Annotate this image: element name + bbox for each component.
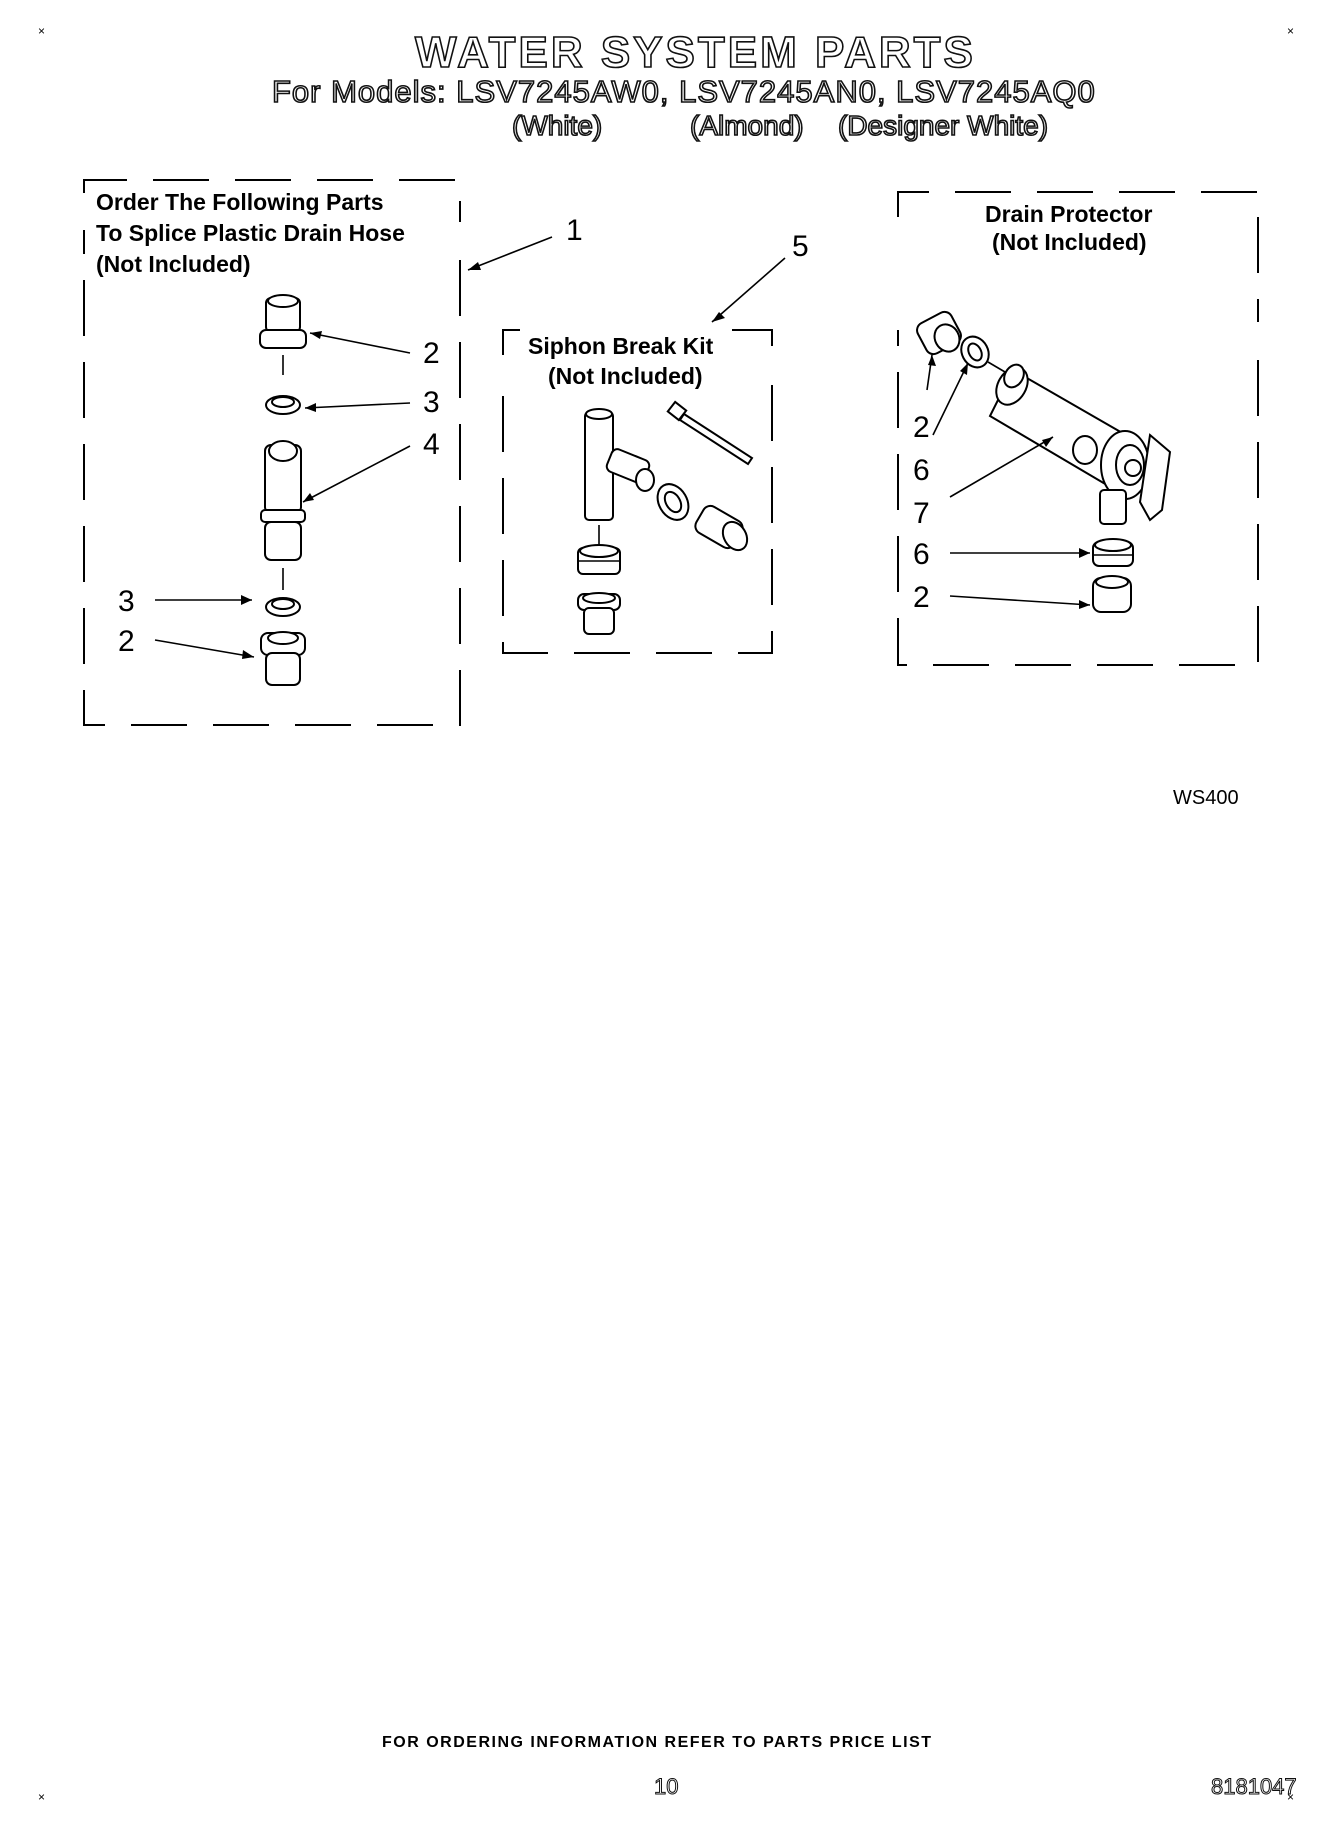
siphon-bottom-clamp <box>577 544 621 575</box>
registration-mark-top-left: × <box>38 24 46 38</box>
registration-mark-bottom-left: × <box>38 1790 46 1804</box>
splice-box-title-line2: To Splice Plastic Drain Hose <box>96 220 405 246</box>
drain-clamp-bottom <box>1092 538 1134 567</box>
diagram-code: WS400 <box>1173 787 1239 809</box>
splice-adapter-bottom <box>260 631 306 686</box>
siphon-box-title-line2: (Not Included) <box>548 363 703 389</box>
callout-splice-3-top: 3 <box>423 386 440 419</box>
color-label-white: (White) <box>511 109 603 142</box>
parts-diagram: Order The Following Parts To Splice Plas… <box>83 179 1259 726</box>
leader-drain-2-bottom <box>949 595 1091 606</box>
document-number: 8181047 <box>1211 1774 1298 1800</box>
leader-splice-3-top <box>304 402 411 409</box>
splice-box-title-line1: Order The Following Parts <box>96 189 384 215</box>
splice-box-title-line3: (Not Included) <box>96 251 251 277</box>
drain-clamp-top <box>960 335 990 369</box>
drain-adapter-top <box>916 310 962 356</box>
callout-splice-3-bottom: 3 <box>118 585 135 618</box>
arrowhead-drain-7 <box>1042 437 1053 447</box>
leader-drain-6-top <box>932 362 969 436</box>
splice-clamp-top <box>265 395 301 415</box>
splice-clamp-bottom <box>265 597 301 617</box>
callout-drain-6-top: 6 <box>913 454 930 487</box>
arrowhead-splice-2-bottom <box>242 650 254 659</box>
callout-splice-4: 4 <box>423 428 440 461</box>
siphon-tee <box>584 408 655 521</box>
callout-drain-2-top: 2 <box>913 411 930 444</box>
arrowhead-splice-3-bottom <box>241 595 252 605</box>
drain-protector-body <box>988 363 1172 525</box>
callout-splice-2-bottom: 2 <box>118 625 135 658</box>
leader-splice-4 <box>302 445 411 503</box>
arrowhead-drain-2-bottom <box>1079 600 1090 609</box>
page-number: 10 <box>653 1774 679 1800</box>
callout-drain-2-bottom: 2 <box>913 581 930 614</box>
models-line: For Models: LSV7245AW0, LSV7245AN0, LSV7… <box>271 73 1096 110</box>
arrowhead-drain-6-top <box>960 363 968 375</box>
drain-box-title-line2: (Not Included) <box>992 229 1147 255</box>
leader-callout-5 <box>711 257 786 323</box>
siphon-box-title-line1: Siphon Break Kit <box>528 333 714 359</box>
leader-splice-2-bottom <box>154 639 255 658</box>
callout-splice-2-top: 2 <box>423 337 440 370</box>
splice-connector <box>260 440 306 561</box>
arrowhead-drain-2-top <box>928 355 936 366</box>
callout-5: 5 <box>792 230 809 263</box>
siphon-bottom-adapter <box>577 592 621 635</box>
page-header: WATER SYSTEM PARTS For Models: LSV7245AW… <box>0 0 1325 150</box>
splice-parts-box: Order The Following Parts To Splice Plas… <box>83 179 461 726</box>
color-label-designer-white: (Designer White) <box>837 109 1049 142</box>
siphon-side-adapter <box>694 504 749 552</box>
leader-callout-1 <box>467 236 553 271</box>
arrowhead-splice-3-top <box>305 403 316 412</box>
siphon-side-ring <box>656 483 690 521</box>
drain-axis-line <box>987 361 1006 373</box>
siphon-break-kit-box: Siphon Break Kit (Not Included) <box>502 329 773 654</box>
drain-protector-box: Drain Protector (Not Included) <box>897 191 1259 666</box>
drain-box-title-line1: Drain Protector <box>985 201 1152 227</box>
registration-mark-top-right: × <box>1287 24 1295 38</box>
page-title: WATER SYSTEM PARTS <box>414 27 976 78</box>
callout-1: 1 <box>566 214 583 247</box>
leader-drain-7 <box>949 436 1054 498</box>
siphon-cable-tie <box>666 400 754 466</box>
arrowhead-splice-2-top <box>310 331 322 339</box>
color-label-almond: (Almond) <box>689 109 804 142</box>
footer-ordering-note: FOR ORDERING INFORMATION REFER TO PARTS … <box>382 1734 933 1751</box>
arrowhead-callout-1 <box>468 262 481 270</box>
drain-adapter-bottom <box>1092 575 1132 613</box>
arrowhead-drain-6-bottom <box>1079 548 1090 558</box>
leader-splice-2-top <box>309 332 411 354</box>
registration-mark-bottom-right: × <box>1287 1790 1295 1804</box>
splice-adapter-top <box>259 294 307 349</box>
arrowhead-callout-5 <box>712 312 725 322</box>
callout-drain-6-bottom: 6 <box>913 538 930 571</box>
arrowhead-splice-4 <box>303 493 314 502</box>
callout-drain-7: 7 <box>913 497 930 530</box>
